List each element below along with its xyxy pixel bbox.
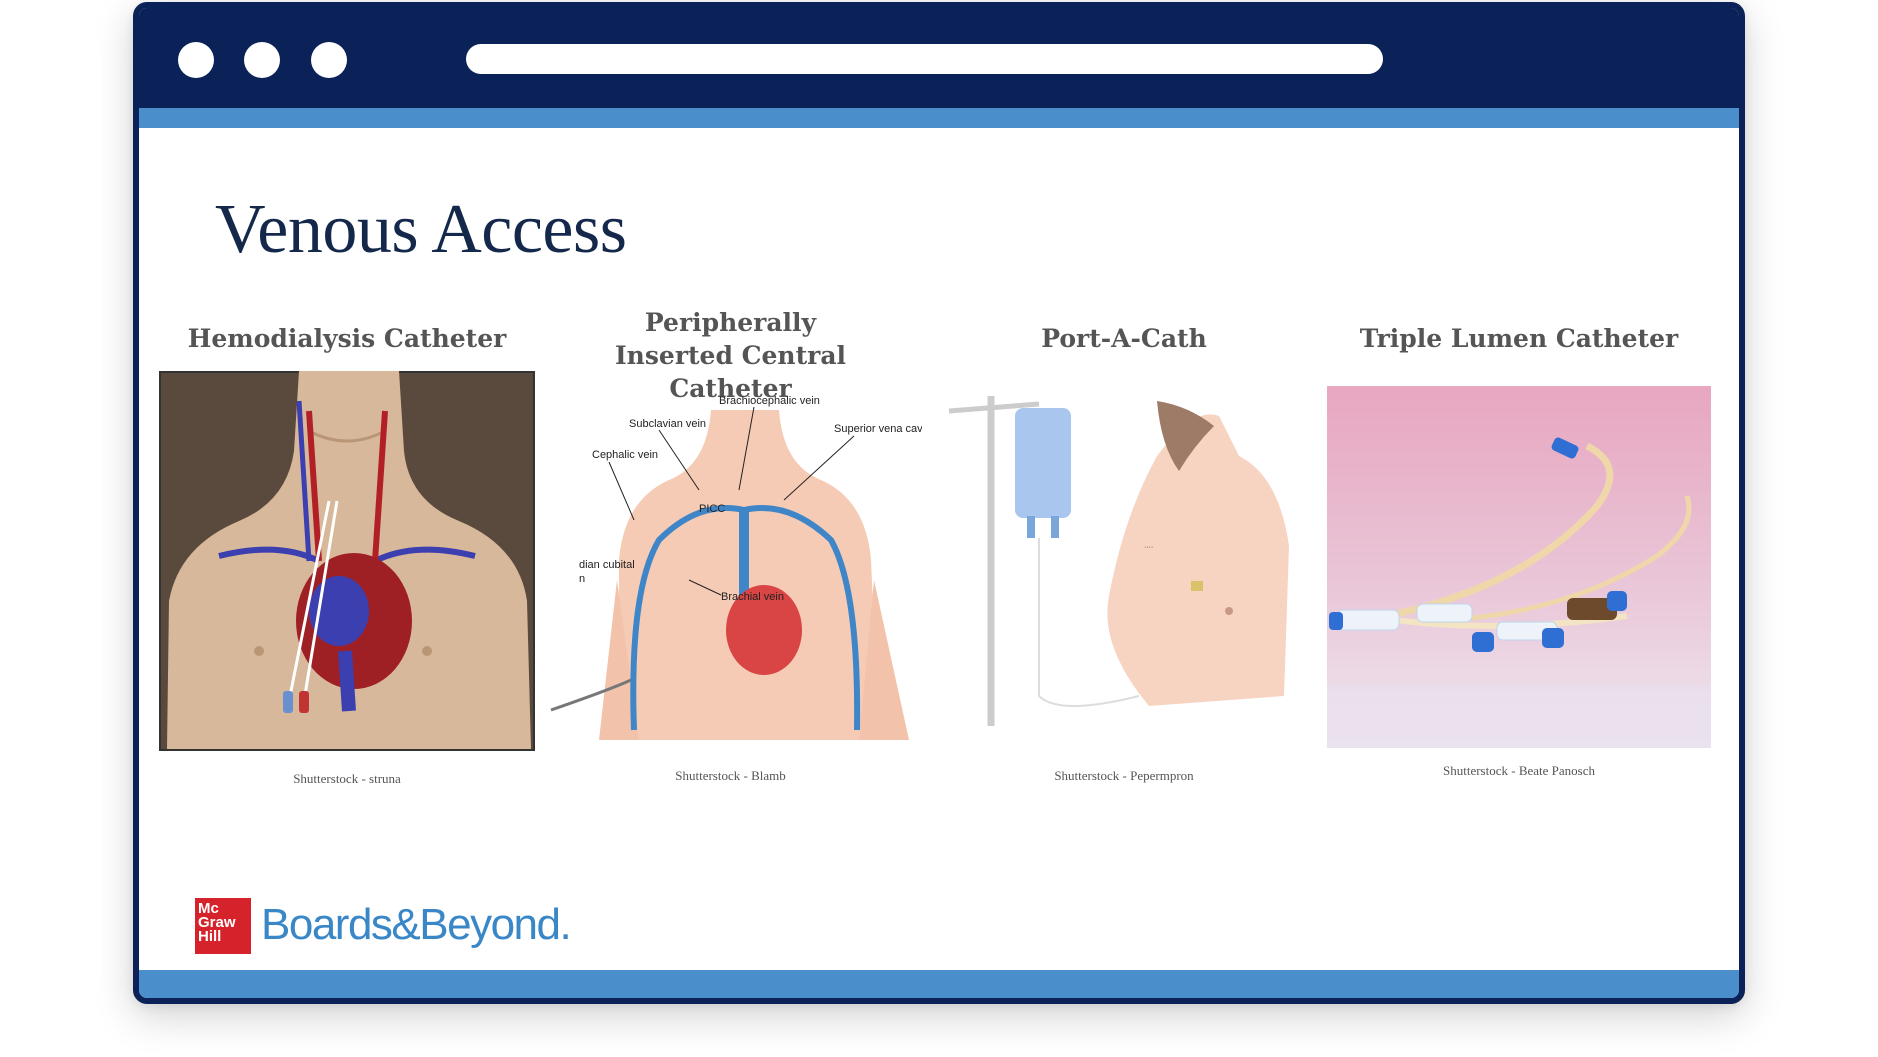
label-median-cubital-2: n bbox=[579, 573, 585, 585]
label-superior-vena-cava: Superior vena cav bbox=[834, 423, 922, 435]
label-picc: PICC bbox=[699, 503, 725, 515]
column-picc: Peripherally Inserted Central Catheter B… bbox=[539, 128, 923, 788]
hemodialysis-image bbox=[159, 371, 535, 751]
top-accent-bar bbox=[139, 108, 1739, 128]
label-subclavian: Subclavian vein bbox=[629, 418, 706, 430]
column-title: Hemodialysis Catheter bbox=[187, 324, 507, 353]
port-a-cath-image: ···· bbox=[939, 396, 1309, 736]
window-minimize-dot-icon[interactable] bbox=[244, 42, 280, 78]
picc-diagram-image: Brachiocephalic vein Subclavian vein Sup… bbox=[539, 390, 923, 740]
window-close-dot-icon[interactable] bbox=[178, 42, 214, 78]
svg-text:····: ···· bbox=[1144, 544, 1153, 551]
bottom-accent-bar bbox=[139, 970, 1739, 998]
label-brachial: Brachial vein bbox=[721, 591, 784, 603]
title-bar bbox=[139, 8, 1739, 108]
slide-content: Venous Access Hemodialysis Catheter bbox=[139, 128, 1739, 970]
column-port-a-cath: Port-A-Cath ···· Shutterstock - Pepermpr… bbox=[939, 128, 1309, 788]
image-credit: Shutterstock - Beate Panosch bbox=[1443, 763, 1595, 778]
column-title: Port-A-Cath bbox=[1041, 324, 1207, 353]
mcgraw-hill-logo-mark: Mc Graw Hill bbox=[195, 898, 251, 954]
label-brachiocephalic: Brachiocephalic vein bbox=[719, 395, 820, 407]
column-hemodialysis: Hemodialysis Catheter bbox=[159, 128, 535, 788]
label-median-cubital: dian cubital bbox=[579, 559, 635, 571]
window-maximize-dot-icon[interactable] bbox=[311, 42, 347, 78]
column-title: Peripherally Inserted Central Catheter bbox=[614, 308, 847, 403]
label-cephalic: Cephalic vein bbox=[592, 449, 658, 461]
column-triple-lumen: Triple Lumen Catheter bbox=[1327, 128, 1711, 788]
image-credit: Shutterstock - struna bbox=[293, 771, 401, 786]
slide-title: Venous Access bbox=[215, 191, 627, 268]
column-title: Triple Lumen Catheter bbox=[1359, 324, 1679, 353]
logo-wordmark: Boards&Beyond. bbox=[261, 900, 572, 949]
image-credit: Shutterstock - Pepermpron bbox=[1054, 768, 1194, 783]
triple-lumen-image bbox=[1327, 386, 1711, 748]
image-credit: Shutterstock - Blamb bbox=[675, 768, 786, 783]
browser-window: Venous Access Hemodialysis Catheter bbox=[133, 2, 1745, 1004]
address-bar[interactable] bbox=[466, 44, 1383, 74]
